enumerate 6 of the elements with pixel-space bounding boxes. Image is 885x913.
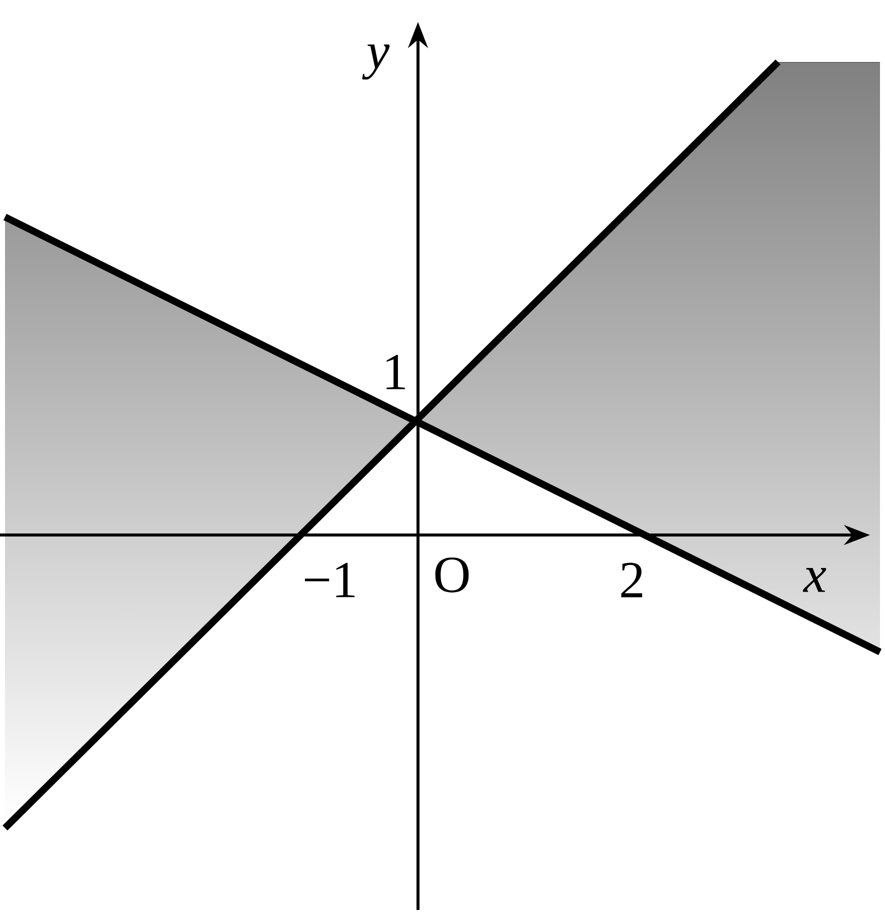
axis-label: x	[802, 568, 826, 592]
tick-label: 2	[621, 562, 642, 598]
origin-label: O	[435, 558, 469, 592]
tick-label: 1	[386, 354, 405, 390]
axis-label: y	[362, 44, 390, 80]
tick-label: −1	[304, 562, 355, 598]
